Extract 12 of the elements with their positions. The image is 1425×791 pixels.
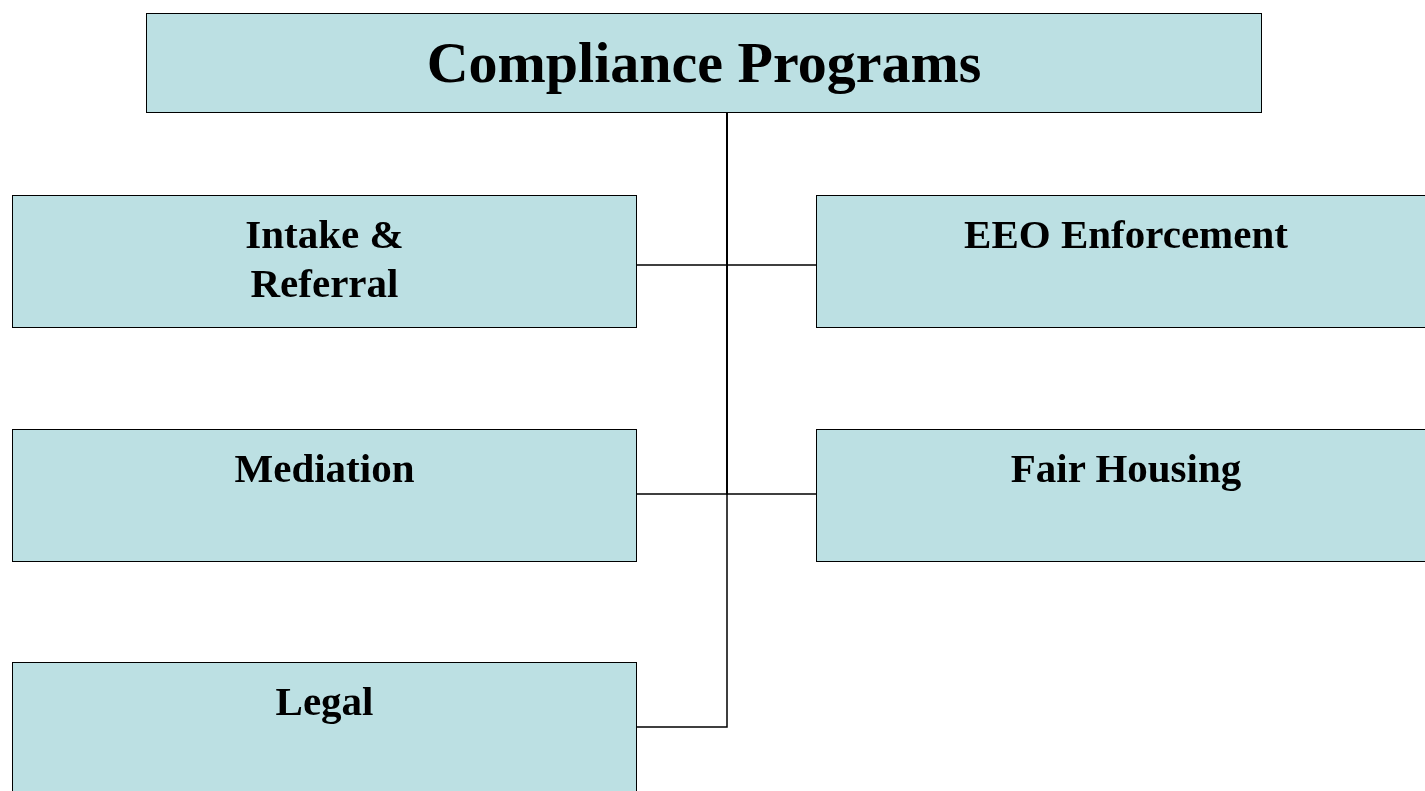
department-box [12, 662, 637, 791]
title-box [146, 13, 1262, 113]
box-label: EEO Enforcement [964, 210, 1288, 259]
department-box [816, 429, 1425, 562]
box-label: Compliance Programs [426, 31, 982, 95]
box-label: Fair Housing [1010, 444, 1242, 493]
department-box [816, 195, 1425, 328]
department-box [12, 195, 637, 328]
department-box [12, 429, 637, 562]
box-label: Mediation [234, 444, 415, 493]
box-label: Legal [275, 677, 374, 726]
box-label: Intake & Referral [244, 210, 405, 309]
